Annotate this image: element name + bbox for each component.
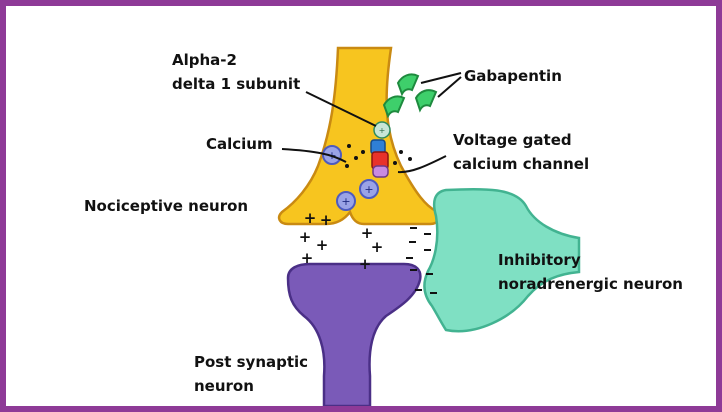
- gabapentin-molecule: [398, 74, 418, 94]
- alpha2-label-line1: Alpha-2: [172, 48, 300, 72]
- alpha2-label: Alpha-2 delta 1 subunit: [172, 48, 300, 96]
- calcium-label: Calcium: [206, 134, 273, 154]
- inhibitory-neuron-label: Inhibitory noradrenergic neuron: [498, 248, 683, 296]
- calcium-ion: +: [360, 180, 378, 198]
- calcium-ion: +: [337, 192, 355, 210]
- gabapentin-label: Gabapentin: [464, 66, 562, 86]
- postsynaptic-neuron-label: Post synaptic neuron: [194, 350, 308, 398]
- vgcc-label-line1: Voltage gated: [453, 128, 589, 152]
- vgcc-label-line2: calcium channel: [453, 152, 589, 176]
- vgcc-label: Voltage gated calcium channel: [453, 128, 589, 176]
- svg-text:+: +: [304, 209, 317, 227]
- svg-text:+: +: [379, 126, 386, 135]
- gabapentin-molecule: [416, 90, 436, 110]
- svg-text:+: +: [364, 183, 373, 196]
- svg-text:+: +: [320, 211, 333, 229]
- postsynaptic-label-line1: Post synaptic: [194, 350, 308, 374]
- inhibitory-label-line2: noradrenergic neuron: [498, 272, 683, 296]
- nociceptive-neuron-label: Nociceptive neuron: [84, 196, 248, 216]
- inhibitory-label-line1: Inhibitory: [498, 248, 683, 272]
- vgcc-pointer: [398, 156, 446, 172]
- postsynaptic-label-line2: neuron: [194, 374, 308, 398]
- svg-text:+: +: [341, 195, 350, 208]
- gabapentin-pointer: [438, 77, 461, 97]
- svg-text:+: +: [316, 236, 329, 254]
- svg-text:+: +: [299, 228, 312, 246]
- alpha2-label-line2: delta 1 subunit: [172, 72, 300, 96]
- svg-text:+: +: [359, 255, 372, 273]
- svg-text:+: +: [371, 238, 384, 256]
- svg-text:+: +: [301, 249, 314, 267]
